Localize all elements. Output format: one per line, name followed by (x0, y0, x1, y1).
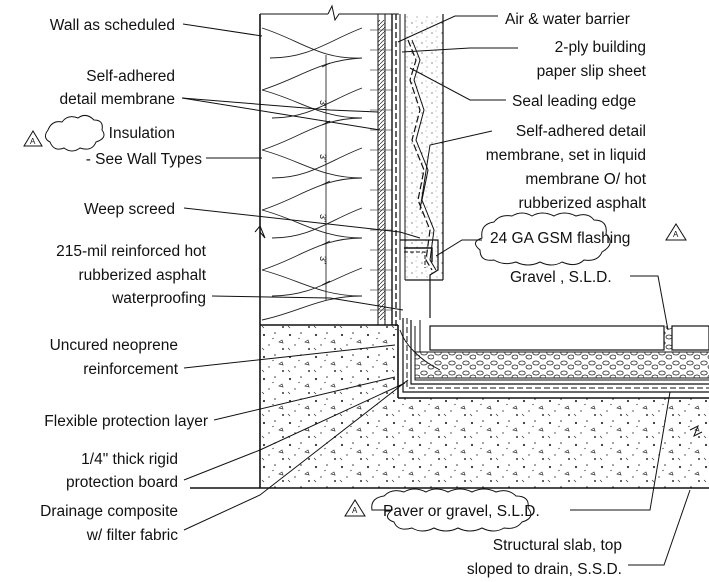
label-wall: Wall as scheduled (50, 17, 175, 34)
label-drainage-2: w/ filter fabric (86, 527, 179, 544)
revision-triangle-3: A (352, 506, 358, 515)
concrete-foundation (190, 324, 709, 489)
dim-text-4: 3" (318, 256, 328, 264)
label-sa-membrane-2: detail membrane (60, 91, 175, 108)
label-seal: Seal leading edge (512, 93, 636, 110)
label-waterproofing-2: rubberized asphalt (78, 267, 206, 284)
dim-text-2: 3" (318, 154, 328, 162)
label-sa-detail-1: Self-adhered detail (516, 123, 646, 140)
label-paper-1: 2-ply building (555, 39, 646, 56)
label-slab-1: Structural slab, top (493, 537, 622, 554)
label-insulation-1: Insulation (109, 125, 175, 142)
label-sa-detail-3: membrane O/ hot (525, 171, 646, 188)
dim-text-3: 3" (318, 214, 328, 222)
label-air-barrier: Air & water barrier (505, 11, 630, 28)
stud-dimension-string (321, 55, 331, 300)
label-neoprene-2: reinforcement (83, 361, 178, 378)
insulation-batt (261, 27, 363, 321)
label-sa-detail-4: rubberized asphalt (518, 195, 646, 212)
revision-cloud-insulation: A (23, 114, 105, 152)
label-sa-detail-2: membrane, set in liquid (486, 147, 646, 164)
left-callouts: Wall as scheduled Self-adhered detail me… (40, 17, 208, 544)
label-sa-membrane-1: Self-adhered (86, 68, 175, 85)
dim-text-1: 3" (318, 100, 328, 108)
revision-cloud-flashing: A (475, 212, 687, 266)
label-slab-2: sloped to drain, S.S.D. (467, 561, 622, 578)
label-waterproofing-1: 215-mil reinforced hot (56, 243, 207, 260)
label-flex-layer: Flexible protection layer (44, 413, 208, 430)
revision-cloud-paver: A (344, 488, 532, 532)
label-flashing: 24 GA GSM flashing (490, 230, 630, 247)
right-callouts: Air & water barrier 2-ply building paper… (383, 11, 647, 578)
label-paver: Paver or gravel, S.L.D. (383, 503, 540, 520)
label-waterproofing-3: waterproofing (111, 290, 206, 307)
revision-triangle-2: A (673, 230, 679, 239)
label-neoprene-1: Uncured neoprene (50, 337, 178, 354)
revision-triangle-1: A (30, 137, 36, 146)
label-board-2: protection board (66, 474, 178, 491)
label-board-1: 1/4" thick rigid (81, 451, 178, 468)
paver-gravel-layer (415, 320, 709, 379)
label-paper-2: paper slip sheet (537, 63, 647, 80)
label-insulation-2: - See Wall Types (86, 151, 203, 168)
wall-assembly: 3" 3" 3" 3" (254, 4, 444, 330)
label-gravel: Gravel , S.L.D. (510, 269, 612, 286)
label-drainage-1: Drainage composite (40, 503, 178, 520)
leader-lines (181, 15, 691, 566)
label-weep-screed: Weep screed (84, 201, 175, 218)
